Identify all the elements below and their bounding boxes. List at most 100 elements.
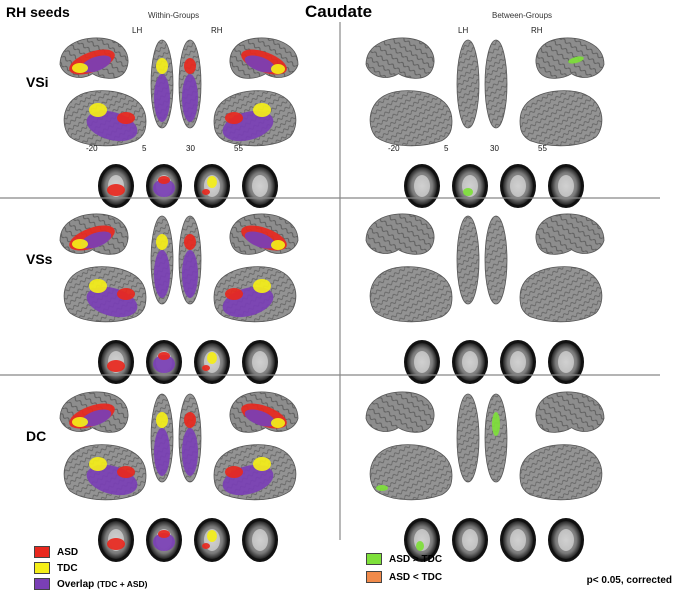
within-dc-asd-rh-ventral xyxy=(184,412,196,428)
legend-swatch-overlap xyxy=(34,578,50,590)
row-label-vsi: VSi xyxy=(26,74,49,90)
within-dc-asd-rh-medial xyxy=(225,466,243,478)
between-dc-lh-ventral xyxy=(456,393,480,483)
slice-label-within-2: 5 xyxy=(142,144,147,153)
within-dc-asd-axial-1 xyxy=(107,538,125,550)
between-dc-asd-gt-tdc-axial-1 xyxy=(416,541,424,551)
between-vsi-rh-medial xyxy=(519,90,603,147)
within-rh-label: RH xyxy=(211,26,223,35)
within-vsi-asd-rh-medial xyxy=(225,112,243,124)
slice-label-within-1: -20 xyxy=(86,144,98,153)
between-vss-lh-lateral xyxy=(365,213,435,255)
slice-label-between-2: 5 xyxy=(444,144,449,153)
between-dc-axial-wm-3 xyxy=(510,529,526,551)
slice-label-between-1: -20 xyxy=(388,144,400,153)
legend-item-asd-gt-tdc: ASD > TDC xyxy=(366,552,442,566)
within-vsi-tdc-rh-medial xyxy=(253,103,271,117)
between-vss-axial-wm-2 xyxy=(462,351,478,373)
within-dc-tdc-axial-3 xyxy=(207,530,217,542)
within-vss-asd-axial-3 xyxy=(202,365,210,371)
between-dc-lh-lateral xyxy=(365,391,435,433)
within-vsi-tdc-lh-medial xyxy=(89,103,107,117)
within-vsi-overlap-lh-ventral xyxy=(154,74,170,122)
legend-label-asd: ASD xyxy=(57,546,79,558)
within-vss-overlap-axial-2 xyxy=(153,355,175,373)
slice-label-between-4: 55 xyxy=(538,144,547,153)
within-vss-tdc-lh-lateral xyxy=(72,239,88,249)
within-vsi-tdc-axial-3 xyxy=(207,176,217,188)
within-dc-overlap-lh-lateral xyxy=(80,409,112,427)
within-dc-tdc-rh-lateral xyxy=(271,418,285,428)
between-vsi-asd-gt-tdc-rh-lateral xyxy=(568,56,584,64)
within-vsi-asd-axial-3 xyxy=(202,189,210,195)
within-vss-asd-axial-2 xyxy=(158,352,170,360)
legend-swatch-asd xyxy=(34,546,50,558)
between-dc-axial-wm-4 xyxy=(558,529,574,551)
between-vss-rh-ventral xyxy=(484,215,508,305)
within-vss-asd-rh-ventral xyxy=(184,234,196,250)
within-vsi-overlap-lh-lateral xyxy=(80,55,112,73)
within-vss-asd-rh-medial xyxy=(225,288,243,300)
slice-label-within-3: 30 xyxy=(186,144,195,153)
between-vsi-lh-medial xyxy=(369,90,453,147)
within-vss-asd-lh-medial xyxy=(117,288,135,300)
significance-note: p< 0.05, corrected xyxy=(586,575,672,586)
slice-label-within-4: 55 xyxy=(234,144,243,153)
within-vss-overlap-rh-ventral xyxy=(182,250,198,298)
figure-title: Caudate xyxy=(305,2,373,21)
between-dc-rh-lateral xyxy=(535,391,605,433)
within-dc-tdc-lh-lateral xyxy=(72,417,88,427)
between-vss-axial-wm-3 xyxy=(510,351,526,373)
between-vsi-lh-lateral xyxy=(365,37,435,79)
within-vsi-overlap-rh-ventral xyxy=(182,74,198,122)
within-vsi-asd-axial-1 xyxy=(107,184,125,196)
within-vsi-asd-axial-2 xyxy=(158,176,170,184)
within-vsi-tdc-lh-ventral xyxy=(156,58,168,74)
between-rh-label: RH xyxy=(531,26,543,35)
within-vsi-overlap-rh-lateral xyxy=(244,55,276,73)
row-label-dc: DC xyxy=(26,428,47,444)
legend-swatch-tdc xyxy=(34,562,50,574)
within-dc-tdc-rh-medial xyxy=(253,457,271,471)
within-dc-overlap-rh-lateral xyxy=(244,409,276,427)
between-vss-axial-wm-4 xyxy=(558,351,574,373)
within-dc-overlap-axial-2 xyxy=(153,533,175,551)
between-vss-lh-ventral xyxy=(456,215,480,305)
legend-label-asd-lt-tdc: ASD < TDC xyxy=(389,571,443,583)
between-dc-asd-gt-tdc-rh-ventral xyxy=(492,412,500,436)
within-vss-overlap-lh-ventral xyxy=(154,250,170,298)
within-vsi-asd-lh-medial xyxy=(117,112,135,124)
between-groups-label: Between-Groups xyxy=(492,11,553,20)
between-vsi-axial-wm-4 xyxy=(558,175,574,197)
between-vss-rh-lateral xyxy=(535,213,605,255)
between-dc-asd-gt-tdc-lh-medial xyxy=(376,485,388,491)
within-vss-asd-axial-1 xyxy=(107,360,125,372)
within-vsi-tdc-rh-lateral xyxy=(271,64,285,74)
seed-label: RH seeds xyxy=(6,4,70,20)
legend-swatch-asd-gt-tdc xyxy=(366,553,382,565)
within-dc-asd-axial-2 xyxy=(158,530,170,538)
between-vsi-rh-ventral xyxy=(484,39,508,129)
legend-item-overlap: Overlap (TDC + ASD) xyxy=(34,577,147,591)
within-dc-overlap-lh-ventral xyxy=(154,428,170,476)
within-vss-tdc-lh-medial xyxy=(89,279,107,293)
legend-label-overlap-wrap: Overlap (TDC + ASD) xyxy=(57,579,147,590)
within-vss-tdc-rh-lateral xyxy=(271,240,285,250)
legend-label-overlap: Overlap xyxy=(57,578,95,590)
between-vss-lh-medial xyxy=(369,266,453,323)
between-dc-rh-ventral xyxy=(484,393,508,483)
legend-swatch-asd-lt-tdc xyxy=(366,571,382,583)
between-dc-axial-wm-2 xyxy=(462,529,478,551)
within-vsi-asd-rh-ventral xyxy=(184,58,196,74)
within-vsi-tdc-lh-lateral xyxy=(72,63,88,73)
within-vss-tdc-axial-3 xyxy=(207,352,217,364)
within-vss-tdc-rh-medial xyxy=(253,279,271,293)
slice-label-between-3: 30 xyxy=(490,144,499,153)
legend-item-asd-lt-tdc: ASD < TDC xyxy=(366,570,442,584)
between-vss-rh-medial xyxy=(519,266,603,323)
between-vsi-lh-ventral xyxy=(456,39,480,129)
within-groups-label: Within-Groups xyxy=(148,11,200,20)
within-vsi-overlap-axial-2 xyxy=(153,179,175,197)
legend-label-overlap-detail: (TDC + ASD) xyxy=(97,578,148,589)
